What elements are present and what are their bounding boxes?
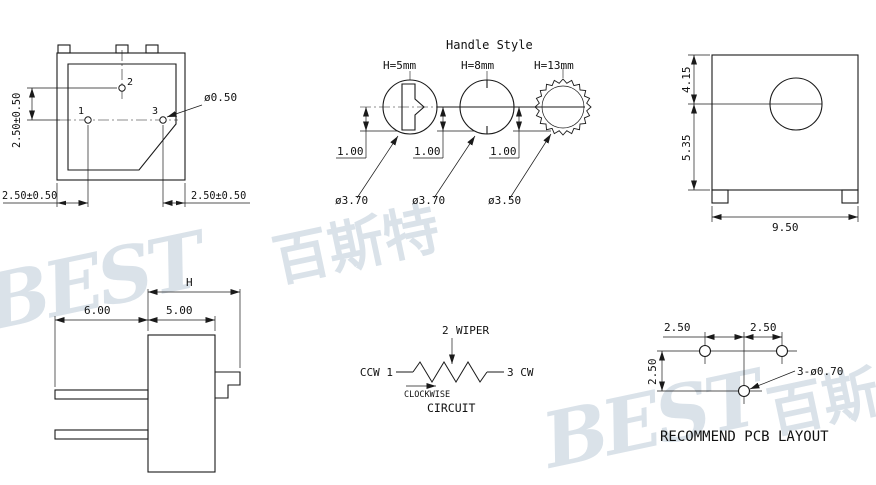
lead-pin xyxy=(54,389,149,400)
dim-label: 2.50 xyxy=(646,359,659,386)
pcb-pad xyxy=(737,384,751,398)
side-view: 4.15 5.35 9.50 xyxy=(680,54,859,234)
pin-label: 3 xyxy=(152,106,158,117)
handle-diameter-label: ø3.50 xyxy=(488,194,521,207)
rotation-direction-label: CLOCKWISE xyxy=(404,390,450,400)
slot-depth-label: 1.00 xyxy=(490,145,517,158)
side-view-foot xyxy=(711,189,729,204)
pcb-pad xyxy=(775,344,789,358)
section-title: Handle Style xyxy=(446,38,533,52)
dim-label: 5.00 xyxy=(166,304,193,317)
dim-label: 9.50 xyxy=(772,221,799,234)
cw-terminal-label: 3 CW xyxy=(507,366,534,379)
resistor-zigzag xyxy=(412,361,488,383)
dim-label: 2.50 xyxy=(664,321,691,334)
top-view-body-outline xyxy=(56,52,186,181)
top-view-tab xyxy=(145,44,159,54)
top-view: 1 2 3 2.50±0.50 2.50±0.50 2.50±0.50 ø0.5… xyxy=(2,44,250,207)
handle-height-label: H=8mm xyxy=(461,59,494,72)
lead-pin xyxy=(54,429,149,440)
top-view-inner-outline xyxy=(67,63,177,171)
circuit-caption: CIRCUIT xyxy=(427,401,476,415)
dim-label: 4.15 xyxy=(680,67,693,94)
dim-row-spacing: 2.50±0.50 xyxy=(12,87,117,148)
dim-label: 2.50 xyxy=(750,321,777,334)
watermark-cjk: 百斯特 xyxy=(267,196,445,295)
dim-label: 5.35 xyxy=(680,135,693,162)
top-view-tab xyxy=(57,44,71,54)
handle-outline xyxy=(382,79,438,135)
side-clip xyxy=(215,371,241,399)
handle-diameter-label: ø3.70 xyxy=(335,194,368,207)
pcb-caption: RECOMMEND PCB LAYOUT xyxy=(660,429,829,445)
side-view-foot xyxy=(841,189,859,204)
handle-h13: H=13mm 1.00 ø3.50 xyxy=(488,59,592,207)
wiper-pin-number: 2 xyxy=(442,324,449,337)
pin-label: 1 xyxy=(78,106,84,117)
dim-label: 6.00 xyxy=(84,304,111,317)
front-view: H 6.00 5.00 xyxy=(54,276,241,473)
dim-label: 2.50±0.50 xyxy=(12,93,23,148)
pcb-pad xyxy=(698,344,712,358)
hole-callout: ø0.50 xyxy=(166,91,237,118)
wiper-label: WIPER xyxy=(456,324,489,337)
dim-bottom: 2.50±0.50 2.50±0.50 xyxy=(2,125,250,207)
handle-style-section: Handle Style H=5mm 1.00 ø3.70 H=8mm xyxy=(335,38,592,207)
slot-shape xyxy=(401,83,425,131)
watermark-stamp-2: BEST 百斯特 xyxy=(533,347,876,485)
dim-label: H xyxy=(186,276,193,289)
pin-label: 2 xyxy=(127,77,133,88)
side-view-body xyxy=(711,54,859,191)
handle-h8: H=8mm 1.00 ø3.70 xyxy=(412,59,515,207)
ccw-terminal-label: CCW 1 xyxy=(360,366,393,379)
pin-1-hole xyxy=(84,116,92,124)
slot-depth-label: 1.00 xyxy=(414,145,441,158)
pin-3-hole xyxy=(159,116,167,124)
hole-diameter-label: ø0.50 xyxy=(204,91,237,104)
pin-2-hole xyxy=(118,84,126,92)
dim-label: 2.50±0.50 xyxy=(2,191,57,202)
handle-height-label: H=5mm xyxy=(383,59,416,72)
handle-h5: H=5mm 1.00 ø3.70 xyxy=(335,59,438,207)
pcb-layout: 2.50 2.50 2.50 3-ø0.70 RECOMMEND PCB LAY… xyxy=(646,321,843,445)
handle-diameter-label: ø3.70 xyxy=(412,194,445,207)
dim-label: 2.50±0.50 xyxy=(191,191,246,202)
slot-depth-label: 1.00 xyxy=(337,145,364,158)
circuit-diagram: 2 WIPER CCW 1 3 CW CLOCKWISE CIRCUIT xyxy=(360,324,534,415)
handle-height-label: H=13mm xyxy=(534,59,574,72)
holes-callout-label: 3-ø0.70 xyxy=(797,365,843,378)
front-view-body xyxy=(147,334,216,473)
